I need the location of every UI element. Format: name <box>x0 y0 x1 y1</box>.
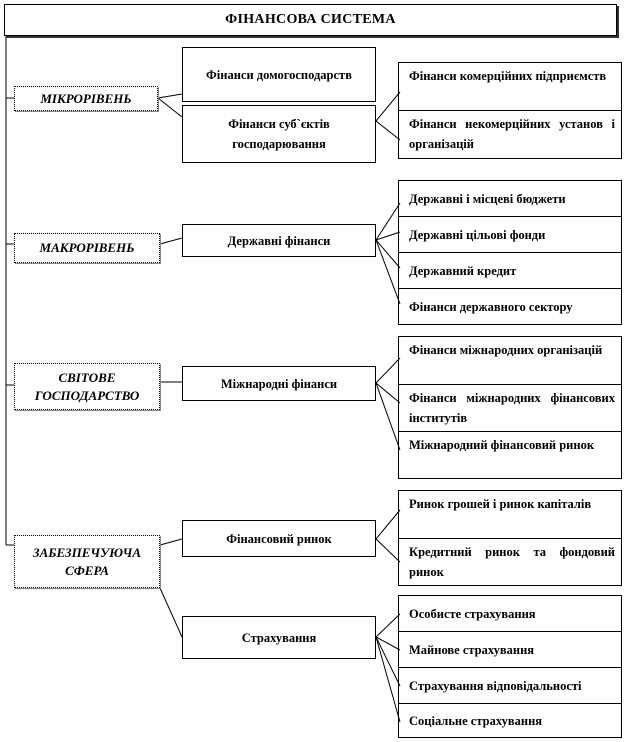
item-international-finance: Міжнародні фінанси <box>182 366 376 401</box>
child-intl-organizations: Фінанси міжнародних організацій <box>399 337 621 385</box>
micro-to-business <box>157 97 183 118</box>
group-state-children: Державні і місцеві бюджети Державні ціль… <box>398 180 622 325</box>
item-households-finance: Фінанси домогосподарств <box>182 47 376 102</box>
child-credit-stock-market: Кредитний ринок та фондовий ринок <box>409 545 615 579</box>
child-intl-institutions: Фінанси міжнародних фінансових інституті… <box>399 385 621 432</box>
item-business-finance: Фінанси суб`єктів господарювання <box>182 105 376 163</box>
state-to-child-1 <box>375 202 401 241</box>
child-state-credit: Державний кредит <box>399 253 621 289</box>
diagram-title: ФІНАНСОВА СИСТЕМА <box>4 4 617 36</box>
child-public-sector: Фінанси державного сектору <box>409 300 573 314</box>
support-to-market <box>159 538 183 546</box>
business-to-child-2 <box>375 120 401 141</box>
market-to-child-2 <box>375 538 401 563</box>
child-property-insurance: Майнове страхування <box>399 632 621 668</box>
state-to-child-4 <box>375 239 401 305</box>
group-business-children: Фінанси комерційних підприємств Фінанси … <box>398 62 622 159</box>
group-market-children: Ринок грошей і ринок капіталів Кредитний… <box>398 490 622 586</box>
insurance-to-child-3 <box>375 636 401 687</box>
intl-to-child-2 <box>375 382 401 404</box>
level-micro: МІКРОРІВЕНЬ <box>14 86 158 111</box>
item-state-finance: Державні фінанси <box>182 224 376 257</box>
child-money-capital-market: Ринок грошей і ринок капіталів <box>399 491 621 539</box>
child-personal-insurance: Особисте страхування <box>399 596 621 632</box>
child-budgets: Державні і місцеві бюджети <box>399 181 621 217</box>
child-social-insurance: Соціальне страхування <box>409 714 543 728</box>
micro-to-households <box>157 93 183 99</box>
level-support-sphere: ЗАБЕЗПЕЧУЮЧА СФЕРА <box>14 535 160 588</box>
group-insurance-children: Особисте страхування Майнове страхування… <box>398 595 622 738</box>
business-to-child-1 <box>375 91 401 122</box>
child-commercial-enterprises: Фінанси комерційних підприємств <box>399 63 621 111</box>
insurance-to-child-2 <box>375 636 401 651</box>
macro-to-state <box>159 237 183 245</box>
level-world-economy: СВІТОВЕ ГОСПОДАРСТВО <box>14 363 160 410</box>
support-to-insurance <box>159 587 183 638</box>
child-noncommercial-institutions: Фінанси некомерційних установ і організа… <box>409 117 615 151</box>
insurance-to-child-1 <box>375 613 401 638</box>
child-intl-market: Міжнародний фінансовий ринок <box>409 438 595 452</box>
child-liability-insurance: Страхування відповідальності <box>399 668 621 704</box>
market-to-child-1 <box>375 509 401 540</box>
insurance-to-child-4 <box>375 636 401 723</box>
level-macro: МАКРОРІВЕНЬ <box>14 233 160 263</box>
intl-to-child-3 <box>375 382 401 451</box>
group-international-children: Фінанси міжнародних організацій Фінанси … <box>398 336 622 479</box>
item-financial-market: Фінансовий ринок <box>182 520 376 557</box>
state-to-child-2 <box>375 231 401 241</box>
state-to-child-3 <box>375 239 401 269</box>
child-target-funds: Державні цільові фонди <box>399 217 621 253</box>
intl-to-child-1 <box>375 357 401 384</box>
item-insurance: Страхування <box>182 616 376 659</box>
